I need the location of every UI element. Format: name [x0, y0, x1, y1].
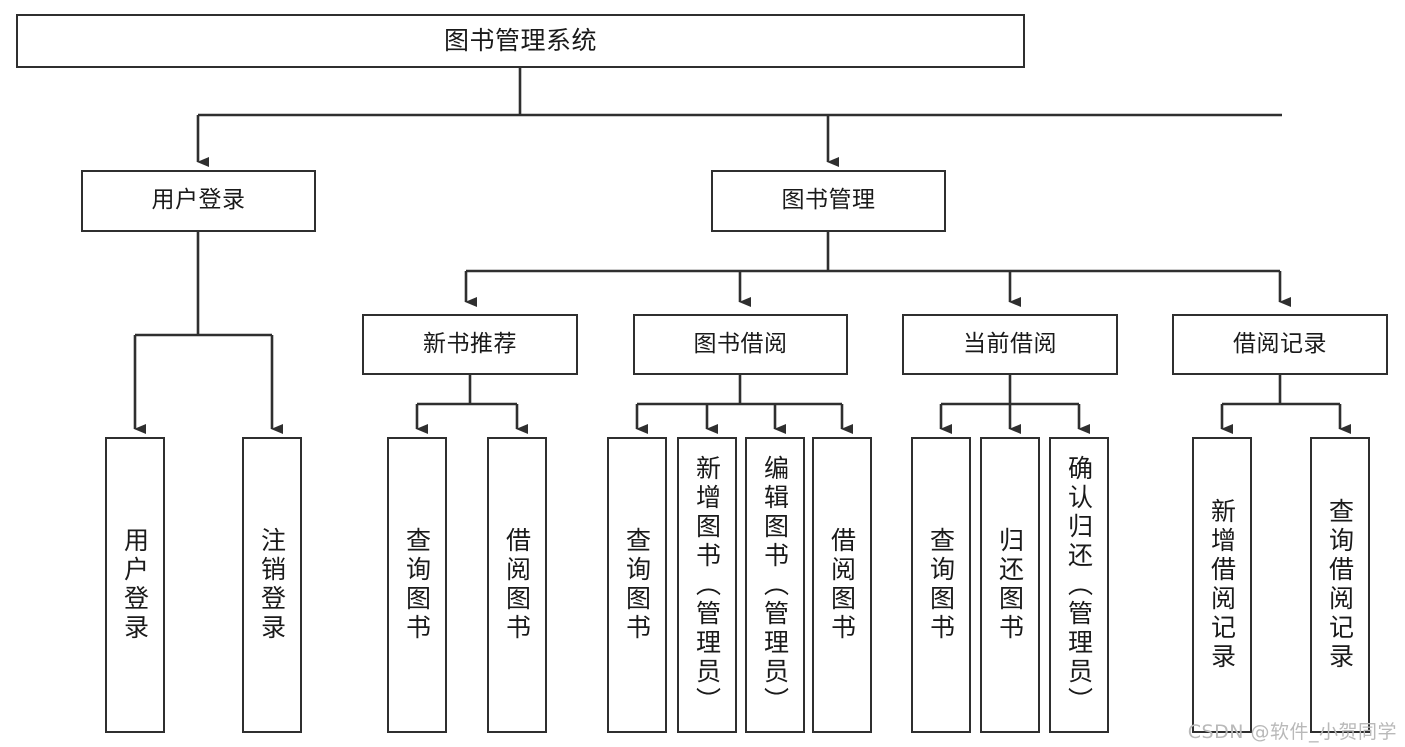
node-label: 用户登录 [151, 187, 246, 214]
node-borrow-record[interactable]: 借阅记录 [1172, 314, 1388, 375]
node-label: 查询借阅记录 [1325, 498, 1355, 672]
watermark: CSDN @软件_小贺同学 [1187, 721, 1397, 743]
leaf-new-book-query[interactable]: 查询图书 [387, 437, 447, 733]
leaf-new-book-borrow[interactable]: 借阅图书 [487, 437, 547, 733]
node-label: 借阅图书 [502, 527, 532, 643]
node-label: 图书管理系统 [443, 26, 597, 55]
node-label: 新增图书（管理员） [692, 454, 722, 716]
node-label: 查询图书 [402, 527, 432, 643]
node-label: 查询图书 [622, 527, 652, 643]
node-label: 用户登录 [120, 527, 150, 643]
node-label: 新增借阅记录 [1207, 498, 1237, 672]
leaf-current-borrow-confirm-return[interactable]: 确认归还（管理员） [1049, 437, 1109, 733]
leaf-current-borrow-query[interactable]: 查询图书 [911, 437, 971, 733]
leaf-book-borrow-add[interactable]: 新增图书（管理员） [677, 437, 737, 733]
node-label: 确认归还（管理员） [1064, 454, 1094, 716]
node-label: 编辑图书（管理员） [760, 454, 790, 716]
node-book-borrow[interactable]: 图书借阅 [633, 314, 848, 375]
node-user-login[interactable]: 用户登录 [81, 170, 316, 232]
leaf-current-borrow-return[interactable]: 归还图书 [980, 437, 1040, 733]
leaf-book-borrow-query[interactable]: 查询图书 [607, 437, 667, 733]
node-label: 新书推荐 [423, 330, 517, 357]
node-new-book-recommend[interactable]: 新书推荐 [362, 314, 578, 375]
leaf-borrow-record-add[interactable]: 新增借阅记录 [1192, 437, 1252, 733]
node-label: 当前借阅 [963, 330, 1057, 357]
leaf-user-login-logout[interactable]: 注销登录 [242, 437, 302, 733]
node-label: 归还图书 [995, 527, 1025, 643]
leaf-book-borrow-edit[interactable]: 编辑图书（管理员） [745, 437, 805, 733]
node-book-management[interactable]: 图书管理 [711, 170, 946, 232]
node-label: 图书管理 [781, 187, 876, 214]
node-label: 借阅图书 [827, 527, 857, 643]
leaf-book-borrow-borrow[interactable]: 借阅图书 [812, 437, 872, 733]
leaf-user-login-login[interactable]: 用户登录 [105, 437, 165, 733]
node-label: 借阅记录 [1233, 330, 1327, 357]
node-current-borrow[interactable]: 当前借阅 [902, 314, 1118, 375]
node-label: 查询图书 [926, 527, 956, 643]
node-system-root[interactable]: 图书管理系统 [16, 14, 1025, 68]
leaf-borrow-record-query[interactable]: 查询借阅记录 [1310, 437, 1370, 733]
node-label: 注销登录 [257, 527, 287, 643]
node-label: 图书借阅 [693, 330, 788, 357]
